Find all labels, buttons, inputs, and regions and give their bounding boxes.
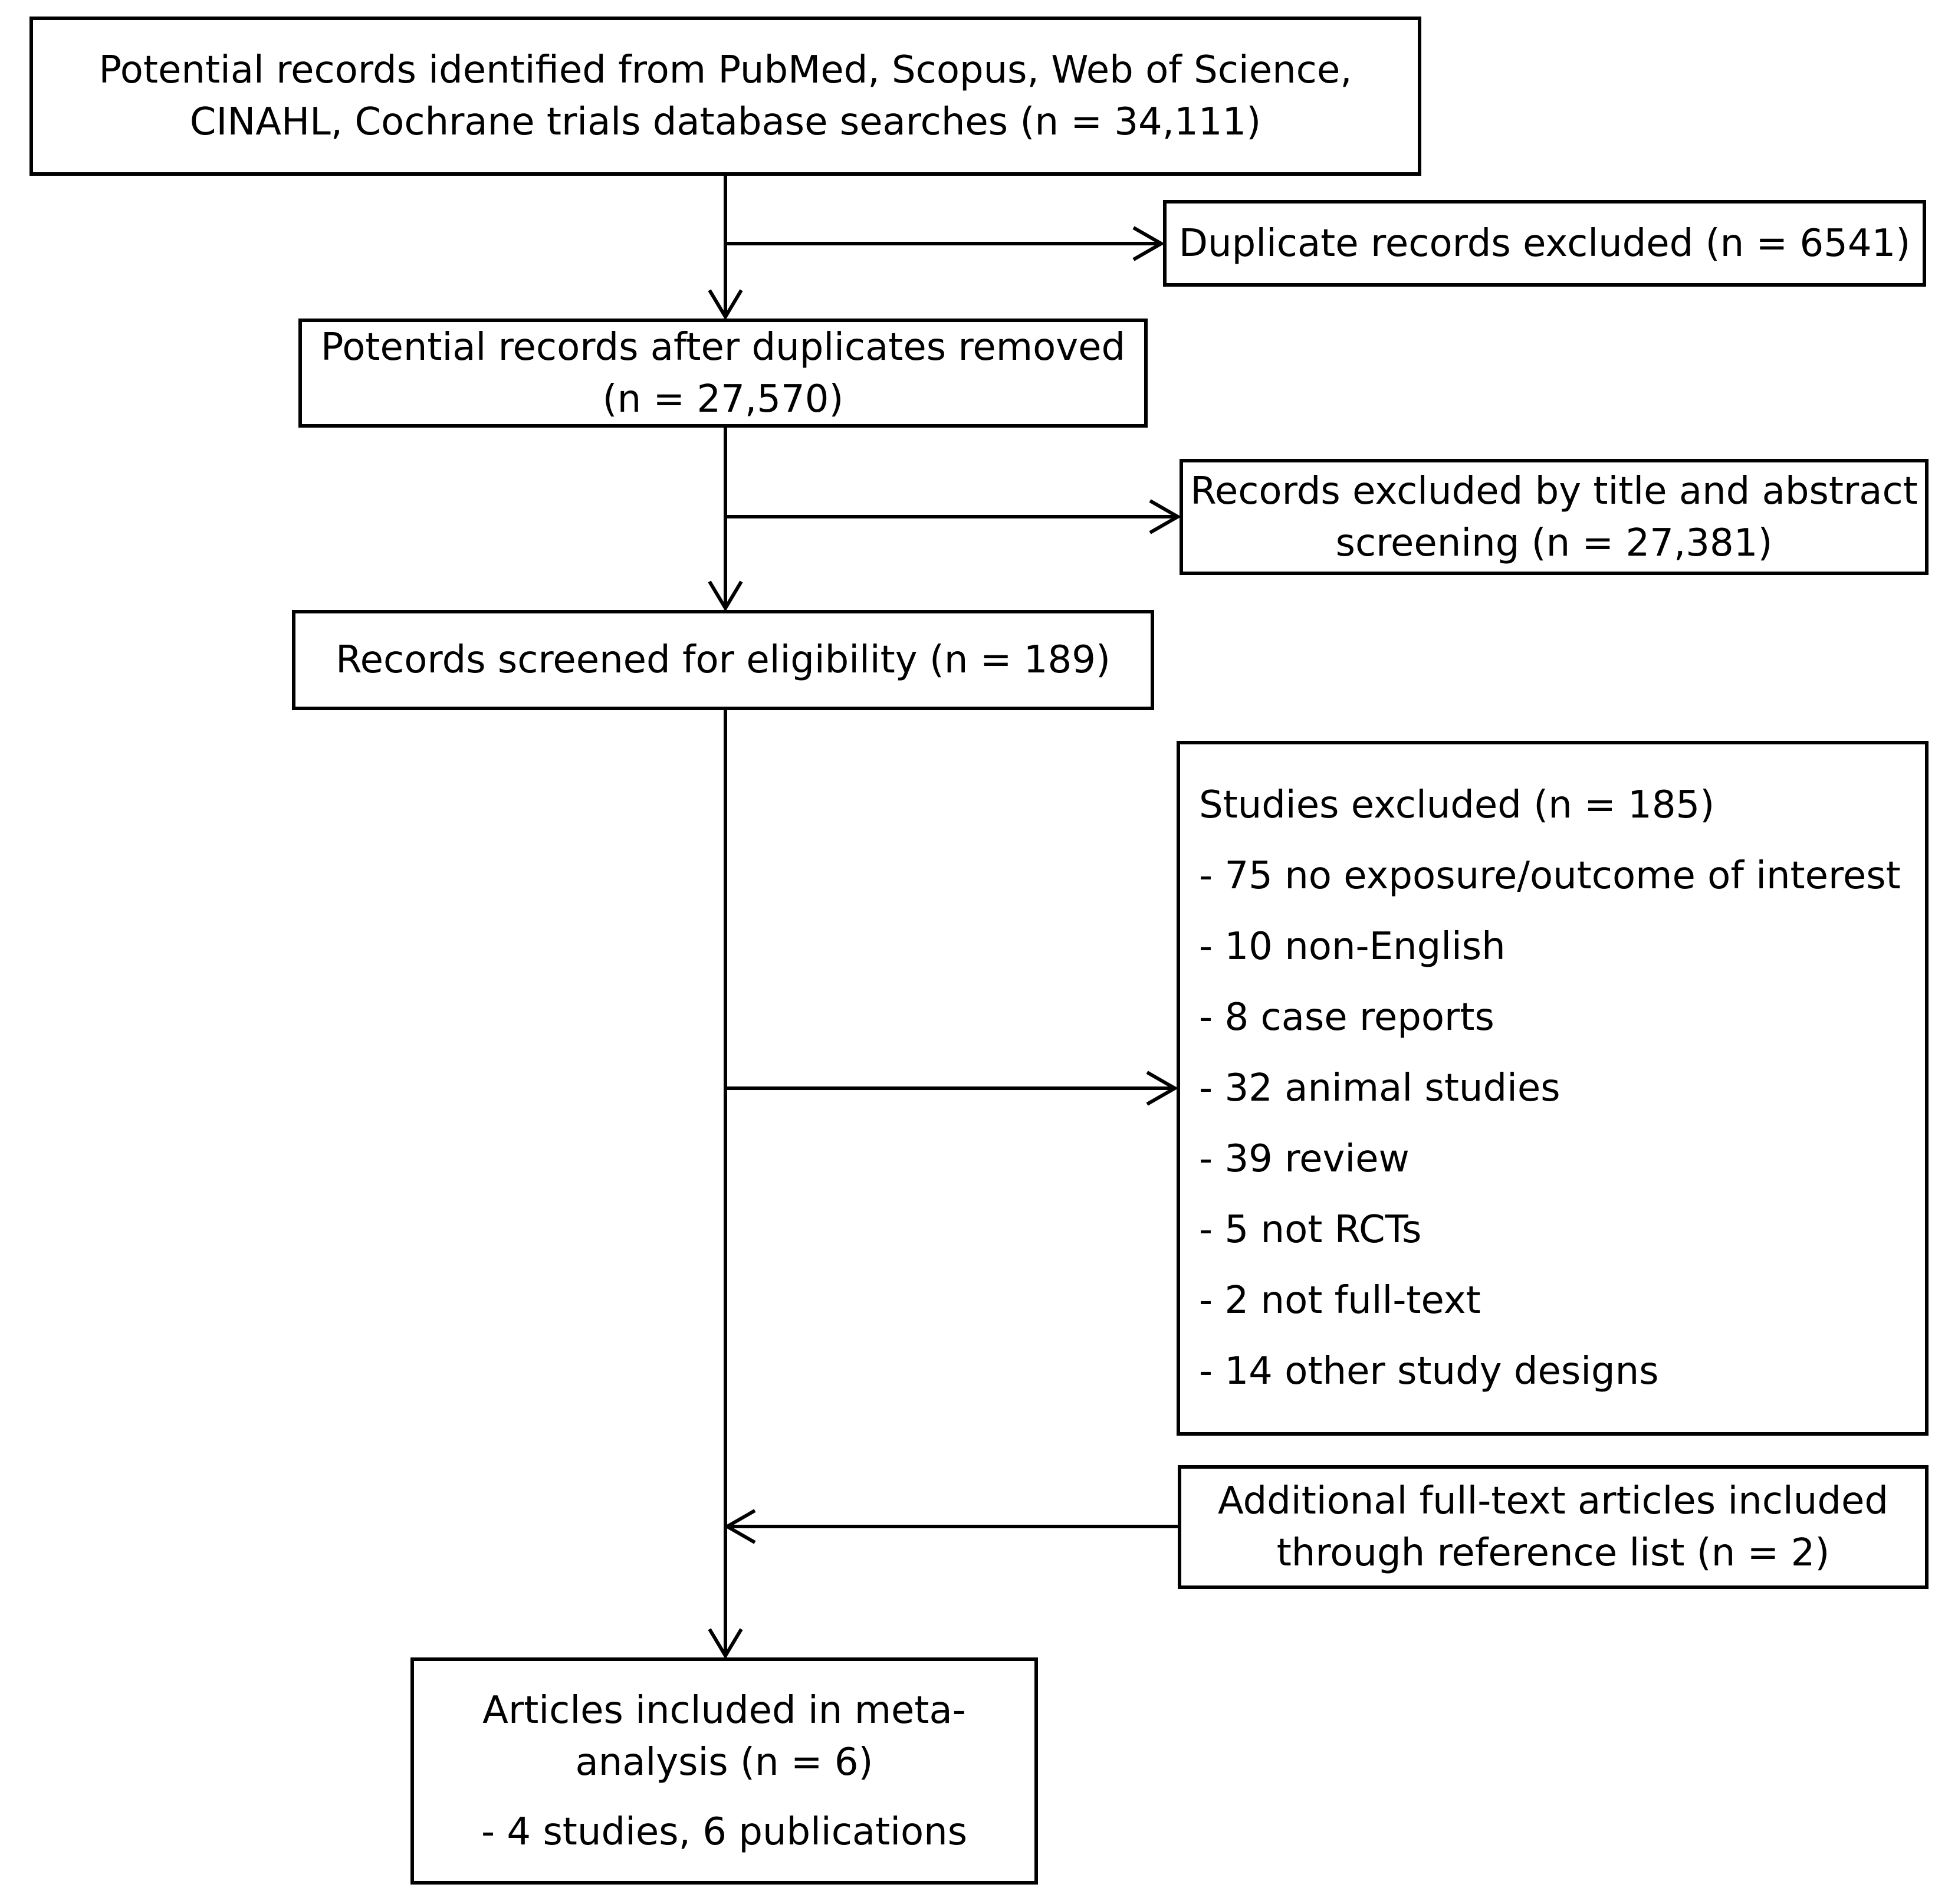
studies-excluded-item: - 10 non-English xyxy=(1199,925,1506,969)
included-line-1: Articles included in meta- xyxy=(482,1688,966,1732)
additional-line-2: through reference list (n = 2) xyxy=(1276,1531,1830,1575)
duplicates-excluded-box: Duplicate records excluded (n = 6541) xyxy=(1163,200,1926,287)
title-abstract-excluded-box: Records excluded by title and abstract s… xyxy=(1180,459,1929,575)
screened-box: Records screened for eligibility (n = 18… xyxy=(292,610,1154,710)
duplicates-line-1: Duplicate records excluded (n = 6541) xyxy=(1178,221,1911,265)
arrowhead-duplicates xyxy=(1132,226,1165,261)
arrowhead-after-duplicates xyxy=(708,289,743,320)
studies-excluded-item: - 14 other study designs xyxy=(1199,1350,1659,1393)
identified-line-2: CINAHL, Cochrane trials database searche… xyxy=(189,100,1261,144)
included-articles-box: Articles included in meta- analysis (n =… xyxy=(410,1657,1038,1885)
studies-excluded-item: - 5 not RCTs xyxy=(1199,1208,1422,1252)
title-abstract-line-2: screening (n = 27,381) xyxy=(1335,521,1773,565)
studies-excluded-item: - 8 case reports xyxy=(1199,996,1494,1039)
after-duplicates-line-1: Potential records after duplicates remov… xyxy=(320,325,1126,369)
arrowhead-studies-excluded xyxy=(1146,1071,1179,1106)
identified-records-box: Potential records identified from PubMed… xyxy=(29,17,1421,176)
studies-excluded-box: Studies excluded (n = 185) - 75 no expos… xyxy=(1177,741,1929,1436)
arrowhead-additional xyxy=(723,1509,756,1544)
title-abstract-line-1: Records excluded by title and abstract xyxy=(1190,469,1918,513)
arrowhead-title-abstract-excluded xyxy=(1149,499,1182,534)
studies-excluded-heading: Studies excluded (n = 185) xyxy=(1199,783,1715,827)
studies-excluded-item: - 75 no exposure/outcome of interest xyxy=(1199,854,1901,898)
studies-excluded-item: - 2 not full-text xyxy=(1199,1279,1481,1322)
after-duplicates-box: Potential records after duplicates remov… xyxy=(298,319,1148,428)
studies-excluded-item: - 39 review xyxy=(1199,1137,1410,1181)
after-duplicates-line-2: (n = 27,570) xyxy=(602,377,844,421)
arrowhead-screened xyxy=(708,580,743,612)
identified-line-1: Potential records identified from PubMed… xyxy=(98,48,1352,92)
arrowhead-included xyxy=(708,1628,743,1659)
additional-articles-box: Additional full-text articles included t… xyxy=(1178,1465,1929,1589)
included-line-2: analysis (n = 6) xyxy=(575,1740,873,1784)
studies-excluded-item: - 32 animal studies xyxy=(1199,1066,1561,1110)
included-line-3: - 4 studies, 6 publications xyxy=(481,1810,968,1854)
screened-line-1: Records screened for eligibility (n = 18… xyxy=(336,638,1111,682)
additional-line-1: Additional full-text articles included xyxy=(1218,1479,1888,1523)
